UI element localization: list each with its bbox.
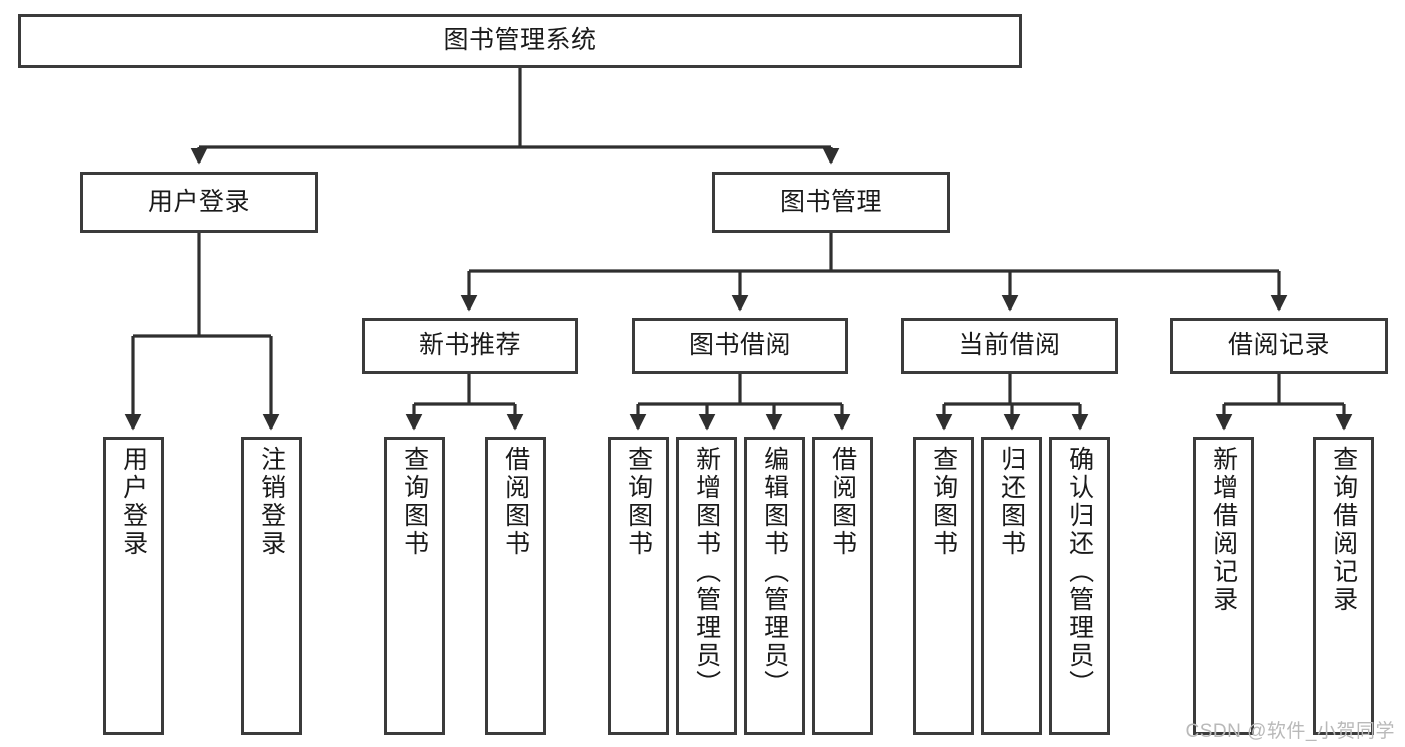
- watermark: CSDN @软件_小贺同学: [1185, 721, 1395, 742]
- leaf-add-record[interactable]: 新增借阅记录: [1193, 437, 1254, 735]
- leaf-add-book[interactable]: 新增图书（管理员）: [676, 437, 737, 735]
- leaf-query-book-3[interactable]: 查询图书: [913, 437, 974, 735]
- node-book-manage[interactable]: 图书管理: [712, 172, 950, 233]
- node-current-borrow[interactable]: 当前借阅: [901, 318, 1118, 374]
- leaf-user-login-label: 用户登录: [119, 446, 148, 558]
- leaf-query-book-2-label: 查询图书: [624, 446, 653, 558]
- node-borrow-record[interactable]: 借阅记录: [1170, 318, 1388, 374]
- leaf-borrow-book-1-label: 借阅图书: [501, 446, 530, 558]
- node-new-book-recommend[interactable]: 新书推荐: [362, 318, 578, 374]
- leaf-logout[interactable]: 注销登录: [241, 437, 302, 735]
- leaf-query-record[interactable]: 查询借阅记录: [1313, 437, 1374, 735]
- leaf-query-book-3-label: 查询图书: [929, 446, 958, 558]
- node-current-borrow-label: 当前借阅: [958, 331, 1061, 360]
- leaf-return-book-label: 归还图书: [997, 446, 1026, 558]
- leaf-add-book-label: 新增图书（管理员）: [692, 446, 721, 698]
- node-borrow-record-label: 借阅记录: [1227, 331, 1330, 360]
- leaf-query-book-2[interactable]: 查询图书: [608, 437, 669, 735]
- node-user-login[interactable]: 用户登录: [80, 172, 318, 233]
- leaf-add-record-label: 新增借阅记录: [1209, 446, 1238, 614]
- leaf-borrow-book-1[interactable]: 借阅图书: [485, 437, 546, 735]
- leaf-query-book-1[interactable]: 查询图书: [384, 437, 445, 735]
- leaf-edit-book[interactable]: 编辑图书（管理员）: [744, 437, 805, 735]
- leaf-borrow-book-2[interactable]: 借阅图书: [812, 437, 873, 735]
- leaf-edit-book-label: 编辑图书（管理员）: [760, 446, 789, 698]
- leaf-confirm-return[interactable]: 确认归还（管理员）: [1049, 437, 1110, 735]
- node-root-label: 图书管理系统: [443, 26, 597, 55]
- node-root[interactable]: 图书管理系统: [18, 14, 1022, 68]
- node-book-manage-label: 图书管理: [779, 187, 882, 216]
- leaf-logout-label: 注销登录: [257, 446, 286, 558]
- leaf-query-record-label: 查询借阅记录: [1329, 446, 1358, 614]
- node-book-borrow[interactable]: 图书借阅: [632, 318, 848, 374]
- node-user-login-label: 用户登录: [147, 187, 250, 216]
- leaf-user-login[interactable]: 用户登录: [103, 437, 164, 735]
- leaf-return-book[interactable]: 归还图书: [981, 437, 1042, 735]
- leaf-confirm-return-label: 确认归还（管理员）: [1065, 446, 1094, 698]
- leaf-query-book-1-label: 查询图书: [400, 446, 429, 558]
- node-new-book-recommend-label: 新书推荐: [418, 331, 521, 360]
- leaf-borrow-book-2-label: 借阅图书: [828, 446, 857, 558]
- node-book-borrow-label: 图书借阅: [688, 331, 791, 360]
